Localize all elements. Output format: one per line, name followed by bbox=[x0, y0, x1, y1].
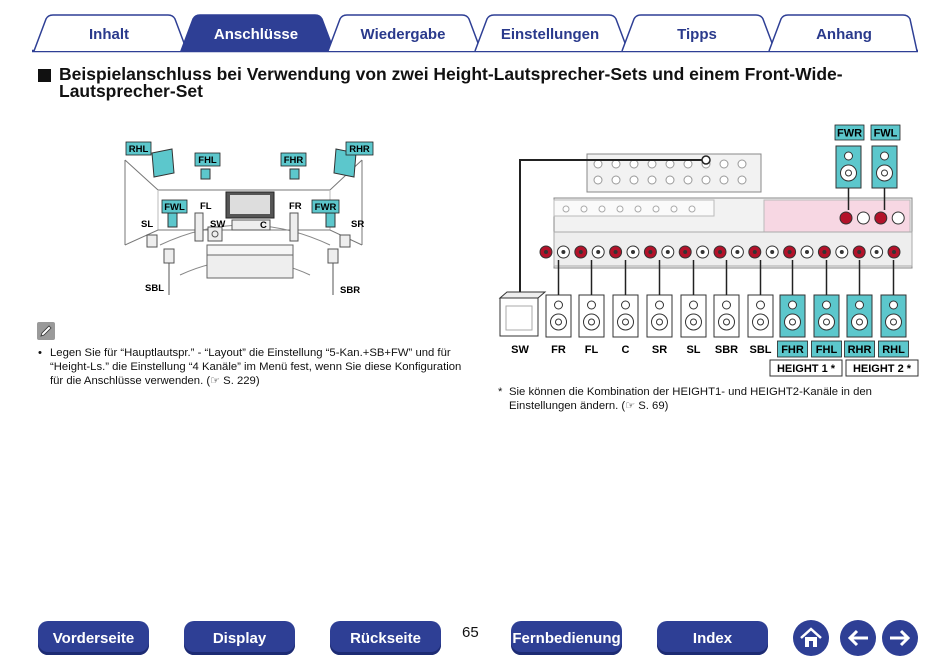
sbl-speaker-icon bbox=[163, 248, 175, 264]
arrow-right-icon bbox=[890, 629, 911, 647]
wiring-top-label-fwr: FWR bbox=[837, 128, 862, 140]
front-wide-speakers: FWR FWL bbox=[834, 124, 901, 210]
sr-speaker-icon bbox=[339, 234, 351, 248]
tab-anhang[interactable]: Anhang bbox=[816, 25, 872, 43]
fwl-speaker-icon bbox=[871, 145, 898, 189]
fr-speaker-icon bbox=[289, 212, 299, 242]
fhl-speaker-icon bbox=[200, 168, 211, 180]
fhl-speaker-icon bbox=[813, 294, 840, 338]
tab-tipps[interactable]: Tipps bbox=[677, 25, 717, 43]
wiring-label-sr: SR bbox=[652, 344, 667, 356]
room-label-sbl: SBL bbox=[145, 283, 164, 294]
wiring-label-sl: SL bbox=[686, 344, 700, 356]
room-label-fhr: FHR bbox=[284, 155, 304, 166]
room-label-fhl: FHL bbox=[198, 155, 217, 166]
room-label-sr: SR bbox=[351, 219, 364, 230]
sw-subwoofer-icon bbox=[498, 291, 547, 337]
tab-wiedergabe[interactable]: Wiedergabe bbox=[360, 25, 446, 43]
wiring-label-sbr: SBR bbox=[715, 344, 738, 356]
sbr-speaker-icon bbox=[713, 294, 740, 338]
page-number: 65 bbox=[462, 624, 479, 641]
sr-speaker-icon bbox=[646, 294, 673, 338]
sbr-speaker-icon bbox=[327, 248, 339, 264]
wiring-label-fr: FR bbox=[551, 344, 566, 356]
fernbedienung-button[interactable]: Fernbedienung bbox=[511, 621, 622, 655]
wiring-label-sbl: SBL bbox=[750, 344, 772, 356]
heading-square-icon bbox=[38, 69, 51, 82]
wiring-label-rhl: RHL bbox=[882, 344, 905, 356]
rueckseite-button[interactable]: Rückseite bbox=[330, 621, 441, 655]
sl-speaker-icon bbox=[680, 294, 707, 338]
wiring-label-rhr: RHR bbox=[848, 344, 872, 356]
room-label-c: C bbox=[260, 220, 267, 231]
wiring-top-label-fwl: FWL bbox=[874, 128, 898, 140]
receiver-connectors bbox=[562, 159, 747, 213]
fwr-speaker-icon bbox=[325, 212, 336, 228]
pencil-note-icon bbox=[37, 322, 55, 340]
arrow-left-icon bbox=[847, 629, 868, 647]
speaker-row: SW FR FL C SR SL SBR SBL FHR FHL RHR RHL bbox=[498, 260, 909, 358]
sbl-speaker-icon bbox=[747, 294, 774, 338]
layout-note: • Legen Sie für “Hauptlautspr.” - “Layou… bbox=[38, 347, 462, 387]
height2-group-label: HEIGHT 2 * bbox=[853, 363, 912, 375]
subwoofer-icon bbox=[207, 226, 223, 242]
wiring-diagram: FWR FWL SW FR FL C SR SL SBR SBL FHR FHL RHR RHL HEI… bbox=[498, 124, 919, 377]
vorderseite-button[interactable]: Vorderseite bbox=[38, 621, 149, 655]
wiring-label-c: C bbox=[622, 344, 630, 356]
sl-speaker-icon bbox=[146, 234, 158, 248]
tab-anschluesse[interactable]: Anschlüsse bbox=[213, 25, 299, 43]
room-label-fwr: FWR bbox=[315, 202, 337, 213]
back-arrow-button[interactable] bbox=[840, 620, 876, 656]
height-footnote: * Sie können die Kombination der HEIGHT1… bbox=[498, 386, 872, 412]
room-label-sw: SW bbox=[210, 219, 225, 230]
index-button[interactable]: Index bbox=[657, 621, 768, 655]
fl-speaker-icon bbox=[578, 294, 605, 338]
note-body: Legen Sie für “Hauptlautspr.” - “Layout”… bbox=[50, 347, 462, 387]
note-bullet: • bbox=[38, 347, 42, 359]
note-page-ref[interactable]: S. 229 bbox=[223, 375, 256, 387]
fhr-speaker-icon bbox=[779, 294, 806, 338]
room-label-fr: FR bbox=[289, 201, 302, 212]
room-layout-diagram: RHL RHR FHL FHR FWL FWR FL FR SL SR SW C… bbox=[124, 141, 374, 296]
fwr-speaker-icon bbox=[835, 145, 862, 189]
forward-arrow-button[interactable] bbox=[882, 620, 918, 656]
tab-inhalt[interactable]: Inhalt bbox=[89, 25, 129, 43]
wiring-label-fhl: FHL bbox=[816, 344, 838, 356]
footnote-page-ref[interactable]: S. 69 bbox=[638, 400, 665, 412]
room-label-sl: SL bbox=[141, 219, 153, 230]
chapter-tab-bar: Inhalt Anschlüsse Wiedergabe Einstellung… bbox=[0, 0, 950, 56]
center-speaker-icon bbox=[231, 219, 271, 231]
pointing-hand-icon: ☞ bbox=[210, 375, 221, 387]
rhr-speaker-icon bbox=[846, 294, 873, 338]
speaker-terminals bbox=[539, 211, 905, 259]
tab-outlines bbox=[32, 14, 918, 53]
room-label-sbr: SBR bbox=[340, 285, 360, 296]
footnote-mark: * bbox=[498, 386, 503, 398]
receiver-back-panel bbox=[553, 153, 913, 269]
home-icon bbox=[800, 627, 822, 647]
height1-group-label: HEIGHT 1 * bbox=[777, 363, 836, 375]
fwl-speaker-icon bbox=[167, 212, 178, 228]
footnote-body: Sie können die Kombination der HEIGHT1- … bbox=[509, 386, 872, 412]
room-label-fwl: FWL bbox=[164, 202, 185, 213]
wiring-label-sw: SW bbox=[511, 344, 529, 356]
rhl-speaker-icon bbox=[151, 148, 175, 178]
fhr-speaker-icon bbox=[289, 168, 300, 180]
pointing-hand-icon: ☞ bbox=[625, 400, 636, 412]
heading-text: Beispielanschluss bei Verwendung von zwe… bbox=[59, 64, 843, 101]
room-label-rhr: RHR bbox=[349, 144, 370, 155]
c-speaker-icon bbox=[612, 294, 639, 338]
rhl-speaker-icon bbox=[880, 294, 907, 338]
wiring-label-fl: FL bbox=[585, 344, 599, 356]
home-button[interactable] bbox=[793, 620, 829, 656]
fr-speaker-icon bbox=[545, 294, 572, 338]
room-label-fl: FL bbox=[200, 201, 212, 212]
room-label-rhl: RHL bbox=[129, 144, 149, 155]
tab-einstellungen[interactable]: Einstellungen bbox=[500, 25, 600, 43]
fl-speaker-icon bbox=[194, 212, 204, 242]
wiring-label-fhr: FHR bbox=[781, 344, 804, 356]
display-button[interactable]: Display bbox=[184, 621, 295, 655]
